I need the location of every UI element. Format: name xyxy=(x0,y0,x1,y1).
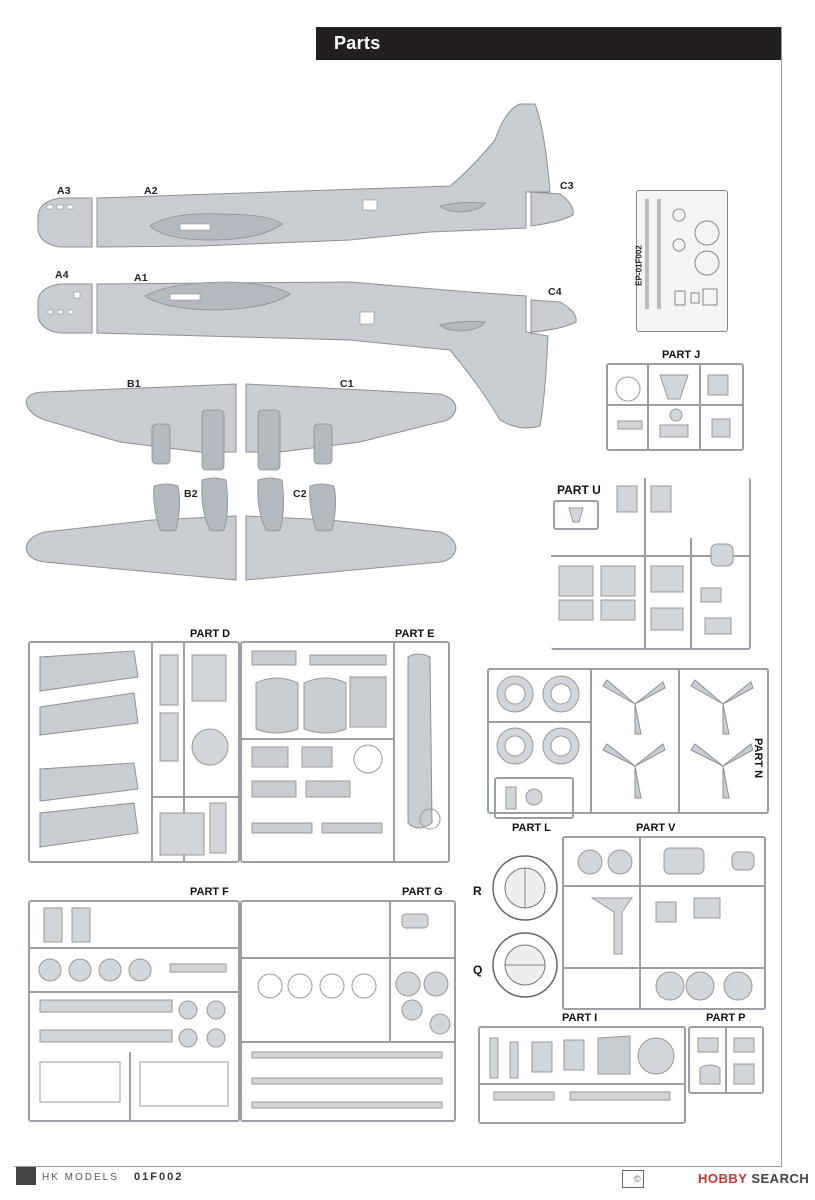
part-g-title: PART G xyxy=(402,886,443,898)
sprue-part-v xyxy=(562,836,766,1010)
canopy-q xyxy=(492,932,558,998)
sprue-part-e-parts xyxy=(242,643,441,861)
part-e-title: PART E xyxy=(395,628,435,640)
sprue-part-i xyxy=(478,1026,686,1124)
sprue-part-f-parts xyxy=(30,907,238,1120)
sprue-part-f xyxy=(28,900,240,1122)
sprue-part-p xyxy=(688,1026,764,1094)
part-label-c2: C2 xyxy=(293,488,307,500)
photo-etch-parts xyxy=(645,199,720,309)
part-l-title: PART L xyxy=(512,822,551,834)
sprue-part-l-parts xyxy=(505,786,543,810)
part-i-title: PART I xyxy=(562,1012,598,1024)
page-border-right xyxy=(781,27,782,1167)
sprue-part-u xyxy=(551,478,751,650)
part-label-a1: A1 xyxy=(134,272,148,284)
sprue-part-l xyxy=(494,777,574,819)
part-f-title: PART F xyxy=(190,886,229,898)
sprue-part-v-parts xyxy=(564,838,764,1008)
part-label-a2: A2 xyxy=(144,185,158,197)
sprue-part-j xyxy=(606,363,744,451)
watermark-text-a: HOBBY xyxy=(698,1171,748,1186)
sprue-part-j-parts xyxy=(608,365,742,449)
fuselage-half-left xyxy=(37,103,574,248)
watermark-text-b: SEARCH xyxy=(751,1171,810,1186)
part-label-a4: A4 xyxy=(55,269,69,281)
page-header: Parts xyxy=(316,27,781,60)
hk-models-logo xyxy=(16,1167,36,1185)
page-border-bottom xyxy=(14,1166,782,1167)
sprue-part-d-parts xyxy=(39,643,238,861)
watermark-logo-icon xyxy=(622,1170,644,1188)
sprue-part-i-parts xyxy=(480,1035,684,1101)
part-p-title: PART P xyxy=(706,1012,746,1024)
part-label-b1: B1 xyxy=(127,378,141,390)
sprue-part-u-small-parts xyxy=(568,507,584,523)
sprue-part-d xyxy=(28,641,240,863)
part-d-title: PART D xyxy=(190,628,231,640)
page-title: Parts xyxy=(334,33,381,53)
watermark-copyright: © xyxy=(634,1174,641,1184)
part-u-title: PART U xyxy=(557,483,601,497)
photo-etch-fret: EP-01F002 xyxy=(635,190,728,332)
sprue-part-g xyxy=(240,900,456,1122)
canopy-r-label: R xyxy=(473,884,482,898)
canopy-q-label: Q xyxy=(473,963,483,977)
sprue-part-p-parts xyxy=(697,1028,755,1092)
part-label-a3: A3 xyxy=(57,185,71,197)
part-j-title: PART J xyxy=(662,349,701,361)
footer-brand: HK MODELS xyxy=(42,1172,119,1183)
canopy-r xyxy=(492,855,558,921)
lower-wing-halves xyxy=(25,477,457,581)
upper-wing-halves xyxy=(25,383,457,471)
sprue-part-g-parts xyxy=(242,902,454,1109)
sprue-part-n-parts xyxy=(489,670,754,812)
part-label-c4: C4 xyxy=(548,286,562,298)
footer-kit-code: 01F002 xyxy=(134,1171,184,1183)
part-v-title: PART V xyxy=(636,822,676,834)
part-label-b2: B2 xyxy=(184,488,198,500)
part-label-c1: C1 xyxy=(340,378,354,390)
sprue-part-u-parts xyxy=(551,478,749,648)
sprue-part-n xyxy=(487,668,769,814)
watermark-text: HOBBY SEARCH xyxy=(698,1171,809,1186)
sprue-part-u-small xyxy=(553,500,599,530)
fuselage-half-right xyxy=(37,281,577,429)
sprue-part-e xyxy=(240,641,450,863)
part-label-c3: C3 xyxy=(560,180,574,192)
